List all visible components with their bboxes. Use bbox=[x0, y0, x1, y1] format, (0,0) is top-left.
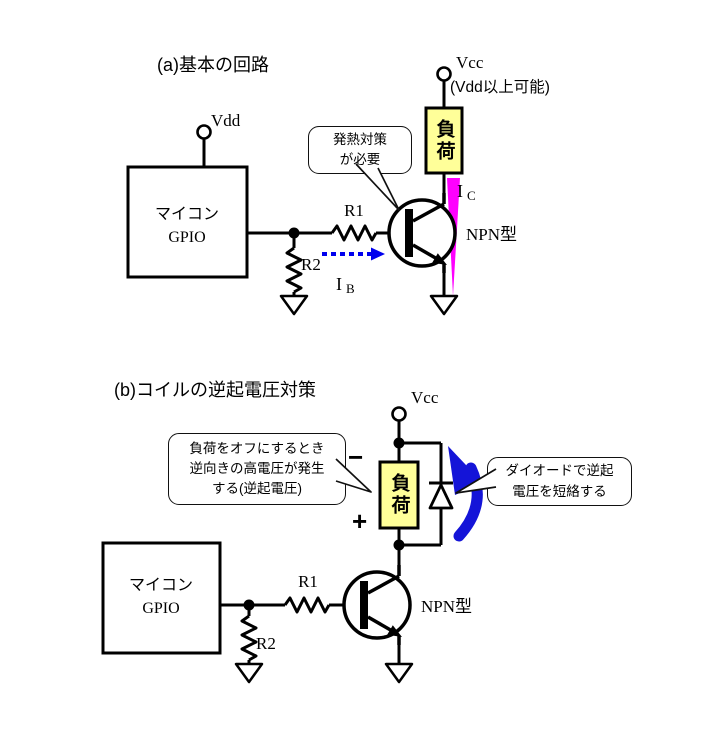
r2-label-a: R2 bbox=[301, 255, 321, 274]
npn-label-a: NPN型 bbox=[466, 225, 517, 244]
load-label-b: 負荷 bbox=[388, 473, 410, 517]
load-box-b bbox=[378, 460, 420, 530]
mcu-box-b bbox=[101, 541, 222, 655]
ic-label-sub: C bbox=[467, 188, 476, 203]
ground-symbol-r2-a bbox=[279, 294, 309, 316]
load-minus-label: − bbox=[348, 442, 363, 472]
vcc-terminal-b bbox=[391, 406, 407, 422]
vcc-note-a: (Vdd以上可能) bbox=[450, 78, 550, 96]
resistor-r2-b bbox=[240, 614, 258, 662]
bubble-backemf-line2: 逆向きの高電圧が発生 bbox=[189, 460, 325, 476]
flyback-diode bbox=[428, 483, 454, 510]
bubble-backemf-line3: する(逆起電圧) bbox=[212, 481, 302, 497]
vdd-terminal bbox=[196, 124, 212, 140]
r2-label-b: R2 bbox=[256, 634, 276, 653]
npn-label-b: NPN型 bbox=[421, 597, 472, 616]
ib-label-sub: B bbox=[346, 281, 355, 296]
bubble-heat-line1: 発熱対策 bbox=[333, 131, 387, 147]
r1-label-a: R1 bbox=[344, 201, 364, 220]
mcu-b-line2: GPIO bbox=[142, 600, 179, 617]
resistor-r1-b bbox=[283, 596, 331, 614]
speech-bubble-backemf: 負荷をオフにするとき 逆向きの高電圧が発生 する(逆起電圧) bbox=[168, 433, 346, 505]
npn-transistor-a bbox=[387, 191, 457, 275]
vdd-label: Vdd bbox=[211, 111, 241, 130]
bubble-diode-line2: 電圧を短絡する bbox=[512, 483, 607, 499]
section-a-title: (a)基本の回路 bbox=[157, 55, 269, 75]
vcc-terminal-a bbox=[436, 66, 452, 82]
vcc-label-a: Vcc bbox=[456, 53, 484, 72]
mcu-b-line1: マイコン bbox=[129, 577, 193, 594]
load-plus-label: + bbox=[352, 506, 367, 536]
section-b-title: (b)コイルの逆起電圧対策 bbox=[114, 380, 316, 400]
ground-symbol-emitter-b bbox=[384, 662, 414, 684]
ground-symbol-emitter-a bbox=[429, 294, 459, 316]
resistor-r1-a bbox=[330, 224, 378, 242]
ic-label: I bbox=[457, 181, 463, 201]
mcu-box-a bbox=[126, 165, 249, 279]
bubble-heat-line2: が必要 bbox=[339, 152, 381, 167]
npn-transistor-b bbox=[342, 563, 412, 647]
load-label-a: 負荷 bbox=[433, 118, 455, 163]
ground-symbol-r2-b bbox=[234, 662, 264, 684]
ib-arrowhead bbox=[371, 247, 385, 261]
bubble-backemf-line1: 負荷をオフにするとき bbox=[189, 440, 325, 456]
ib-label: I bbox=[336, 274, 342, 294]
mcu-a-line2: GPIO bbox=[168, 229, 205, 246]
bubble-diode-line1: ダイオードで逆起 bbox=[505, 463, 614, 479]
speech-bubble-diode: ダイオードで逆起 電圧を短絡する bbox=[487, 457, 632, 506]
mcu-a-line1: マイコン bbox=[155, 206, 219, 223]
vcc-label-b: Vcc bbox=[411, 388, 439, 407]
speech-bubble-heat: 発熱対策 が必要 bbox=[308, 126, 412, 174]
r1-label-b: R1 bbox=[298, 572, 318, 591]
resistor-r2-a bbox=[285, 246, 303, 294]
